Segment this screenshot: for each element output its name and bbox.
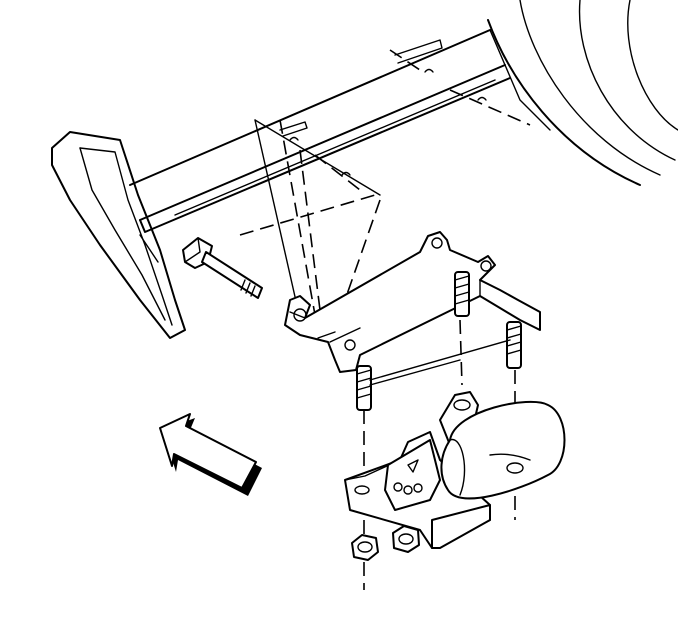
alignment-lines [239,49,531,590]
nut-1 [351,534,379,561]
stud-1 [454,271,470,317]
bolt-guide-lines [254,119,381,311]
wheel-arcs [487,0,678,186]
frame-rail [129,29,551,233]
stud-3 [356,365,372,411]
bumper-bracket [51,131,186,339]
stud-guide-lines [369,339,511,386]
front-direction-arrow-icon [159,413,262,496]
canister-assembly [344,391,566,549]
mounting-bracket [284,231,541,373]
nut-2 [392,525,420,553]
stud-2 [506,321,522,369]
mounting-bolt [182,237,263,299]
